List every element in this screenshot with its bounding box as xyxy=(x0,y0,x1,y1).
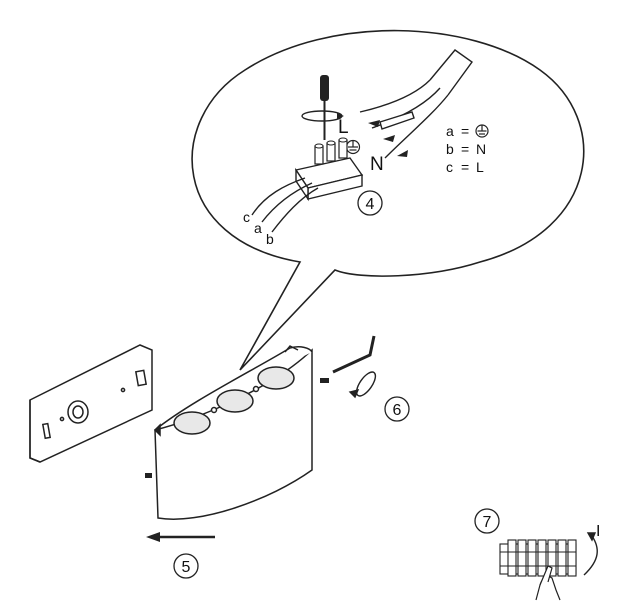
screwdriver-icon xyxy=(301,75,344,140)
hand-icon xyxy=(535,565,561,601)
switch-up-arrow-icon xyxy=(583,532,598,576)
terminal-block xyxy=(294,137,364,202)
legend-eq-c: = xyxy=(461,159,469,175)
callout-bubble xyxy=(191,29,585,371)
wire-legend: a = b = N c = L xyxy=(446,123,489,175)
wall-mounting-plate xyxy=(29,344,153,463)
step-badge-4: 4 xyxy=(357,190,383,216)
wire-label-b: b xyxy=(266,231,274,247)
wire-label-a: a xyxy=(254,220,262,236)
step-number-5: 5 xyxy=(182,559,191,576)
wire-bundle-lower xyxy=(251,177,319,233)
legend-value-c: L xyxy=(476,159,484,175)
step-badge-5: 5 xyxy=(173,553,199,579)
step-number-7: 7 xyxy=(483,514,492,531)
terminal-label-neutral: N xyxy=(370,154,384,175)
wire-insert-arrows xyxy=(368,120,408,157)
legend-key-b: b xyxy=(446,141,454,157)
rotation-arrow-icon xyxy=(348,371,377,399)
switch-on-label: I xyxy=(596,523,600,540)
circuit-breaker-panel xyxy=(499,539,577,577)
legend-key-a: a xyxy=(446,123,454,139)
earth-ground-icon xyxy=(475,124,489,138)
side-screw xyxy=(145,473,152,478)
wire-label-c: c xyxy=(243,209,250,225)
legend-eq-a: = xyxy=(461,123,469,139)
step-number-6: 6 xyxy=(393,402,402,419)
step-number-4: 4 xyxy=(366,196,375,213)
legend-eq-b: = xyxy=(461,141,469,157)
set-screw-icon xyxy=(320,378,329,383)
step-badge-6: 6 xyxy=(384,396,410,422)
legend-value-b: N xyxy=(476,141,486,157)
step-badge-7: 7 xyxy=(474,508,500,534)
terminal-label-live: L xyxy=(338,117,349,138)
supply-cable xyxy=(359,49,473,159)
allen-key-icon xyxy=(332,335,376,374)
lamp-housing xyxy=(153,345,313,520)
slide-left-arrow xyxy=(146,532,215,542)
legend-key-c: c xyxy=(446,159,453,175)
